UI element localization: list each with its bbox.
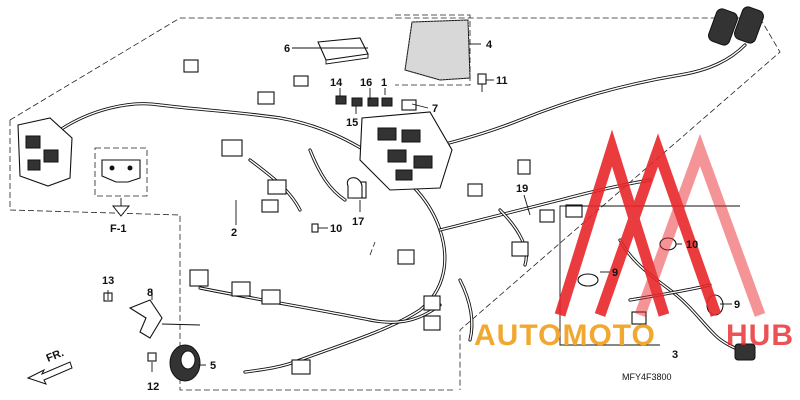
part-label: 12 xyxy=(147,381,159,393)
junction-block xyxy=(359,111,453,191)
part-label: 11 xyxy=(496,75,508,87)
part-label: 14 xyxy=(330,77,343,89)
part-label: 2 xyxy=(231,227,237,239)
harness-connectors xyxy=(189,139,583,375)
part-label: 4 xyxy=(486,39,493,51)
direction-label: FR. xyxy=(45,347,66,365)
horn-5 xyxy=(169,344,201,382)
twin-connector xyxy=(708,6,764,46)
part-label: 9 xyxy=(612,267,618,279)
part-6-control-unit xyxy=(317,37,369,65)
small-connectors xyxy=(183,59,417,111)
part-labels: 6 4 11 7 1 16 15 14 2 10 17 19 13 8 5 12… xyxy=(102,39,740,393)
part-label: 6 xyxy=(284,43,290,55)
main-harness xyxy=(58,43,747,374)
part-label: 10 xyxy=(330,223,342,235)
part-label: 10 xyxy=(686,239,698,251)
part-label: 13 xyxy=(102,275,114,287)
bolts xyxy=(103,223,319,362)
part-4-cover-pad xyxy=(404,19,471,81)
part-label: 16 xyxy=(360,77,372,89)
part-label: 9 xyxy=(734,299,740,311)
watermark-text-hub: HUB xyxy=(726,319,794,352)
part-label: 1 xyxy=(381,77,387,89)
part-label: 8 xyxy=(147,287,153,299)
watermark-text: AUTOMOTO xyxy=(474,319,656,352)
leader-lines xyxy=(107,43,732,372)
watermark-logo xyxy=(554,129,766,317)
part-label: 19 xyxy=(516,183,528,195)
part-label: 5 xyxy=(210,360,216,372)
bracket-f1 xyxy=(101,159,141,217)
part-label: 3 xyxy=(672,349,678,361)
clamp-18 xyxy=(346,177,363,199)
switch-housing xyxy=(17,117,73,187)
dashed-outlines xyxy=(9,14,781,391)
bolt-12 xyxy=(477,73,487,92)
front-direction-arrow xyxy=(26,361,73,385)
bracket-8 xyxy=(128,299,163,339)
part-label: 7 xyxy=(432,103,438,115)
ref-label: F-1 xyxy=(110,223,127,235)
diagram-code: MFY4F3800 xyxy=(622,372,672,382)
part-label: 17 xyxy=(352,216,364,228)
part-label: 15 xyxy=(346,117,358,129)
